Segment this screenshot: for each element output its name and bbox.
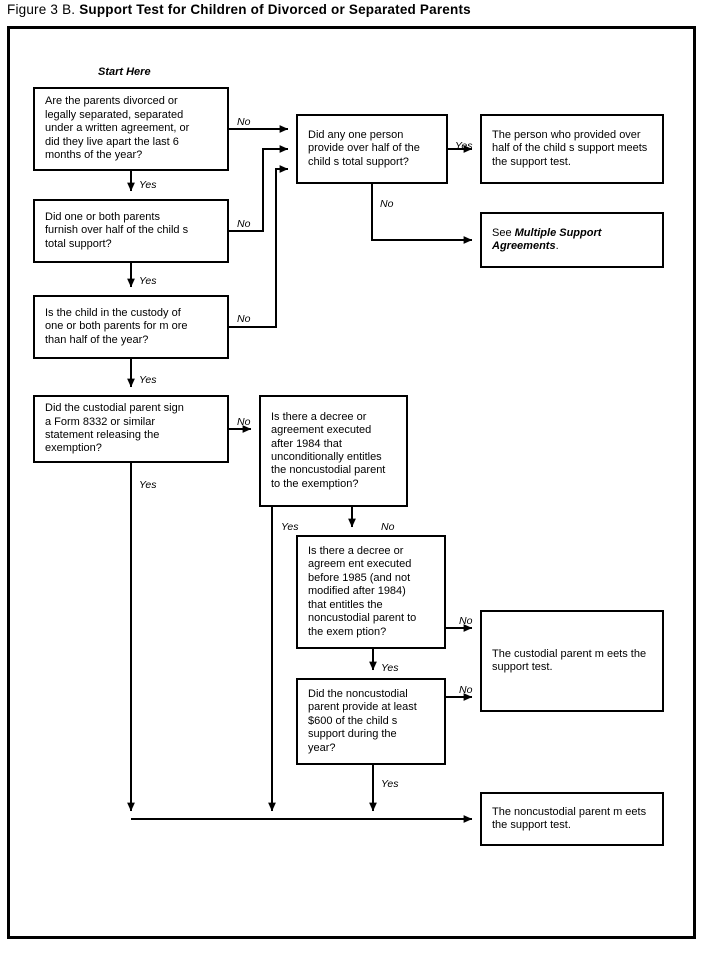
box-result-custodial-parent-meets[interactable] [480,610,664,712]
connector-q5-no [371,183,473,244]
label-edge-q7-no-to-r3: No [459,615,473,627]
label-edge-q2-yes-to-q3: Yes [139,275,157,287]
label-edge-q3-no-to-q5: No [237,313,251,325]
box-decision-decree-before-1985[interactable] [296,535,446,649]
label-edge-q8-yes-down: Yes [381,778,399,790]
box-decision-decree-after-1984[interactable] [259,395,408,507]
label-edge-q1-yes-to-q2: Yes [139,179,157,191]
label-edge-q1-no-to-q5: No [237,116,251,128]
label-edge-q5-no-to-r2: No [380,198,394,210]
label-edge-q2-no-to-q5: No [237,218,251,230]
figure-border [7,26,696,939]
label-edge-q4-no-to-q6: No [237,416,251,428]
figure-label: Figure 3 B. [7,2,76,17]
figure-title: Figure 3 B. Support Test for Children of… [7,0,707,22]
label-edge-q3-yes-to-q4: Yes [139,374,157,386]
label-edge-q6-yes-down: Yes [281,521,299,533]
label-edge-q6-no-to-q7: No [381,521,395,533]
box-decision-parents-divorced[interactable] [33,87,229,171]
label-edge-q8-no-to-r3: No [459,684,473,696]
connector-q2-no [228,145,289,232]
label-result-see-multiple-support-agreements: See Multiple Support Agreements. [492,226,602,252]
label-edge-q5-yes-to-r1: Yes [455,140,473,152]
box-result-person-provided-over-half[interactable] [480,114,664,184]
label-edge-q7-yes-to-q8: Yes [381,662,399,674]
label-edge-q4-yes-down: Yes [139,479,157,491]
start-here-label: Start Here [98,66,151,78]
box-result-noncustodial-parent-meets[interactable] [480,792,664,846]
figure-title-text: Support Test for Children of Divorced or… [79,2,471,17]
box-result-see-multiple-support-agreements[interactable] [480,212,664,268]
box-decision-noncustodial-600-support[interactable] [296,678,446,765]
connector-q3-no [228,165,289,328]
